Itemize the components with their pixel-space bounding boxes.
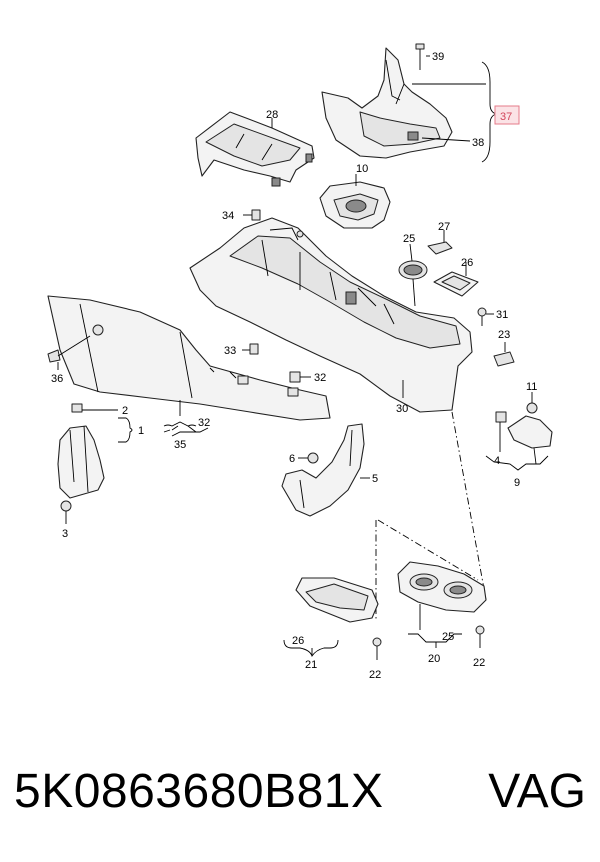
label-11: 11 [526,381,537,393]
label-27: 27 [438,221,450,233]
label-25-bottom: 25 [442,631,454,643]
label-22-left: 22 [369,669,381,681]
part-32-clip-upper[interactable] [287,371,301,397]
label-23: 23 [498,329,510,341]
label-30: 30 [396,403,408,415]
label-22-right: 22 [473,657,485,669]
part-26-mat[interactable] [433,271,479,297]
label-34: 34 [222,210,234,222]
part-5-bracket[interactable] [281,423,365,517]
bolt-39 [415,43,425,70]
label-20: 20 [428,653,440,665]
screw-22-left[interactable] [372,637,382,660]
label-26-bottom: 26 [292,635,304,647]
part-37-trim-cover[interactable] [321,47,453,159]
label-38: 38 [472,137,484,149]
part-25-disc[interactable] [398,260,428,280]
label-6: 6 [289,453,295,465]
label-26-top: 26 [461,257,473,269]
label-33: 33 [224,345,236,357]
part-20-cup-holder[interactable] [397,561,487,613]
label-39: 39 [432,51,444,63]
part-27-clip[interactable] [427,241,453,255]
label-3: 3 [62,528,68,540]
label-10: 10 [356,163,368,175]
part-35-side-panel[interactable] [47,295,331,421]
part-10-gear-boot[interactable] [319,181,391,229]
part-34-clip[interactable] [243,209,261,221]
screw-36[interactable] [47,335,91,363]
screw-22-right[interactable] [475,625,485,648]
nut-6[interactable] [307,452,319,464]
part-28-storage-tray[interactable] [195,111,315,187]
screw-31[interactable] [477,307,487,326]
parts-diagram: 37 39 38 28 10 34 27 25 26 31 23 33 36 3… [47,43,553,681]
label-37[interactable]: 37 [500,111,512,123]
label-21: 21 [305,659,317,671]
brand-name: VAG [488,765,586,818]
label-4: 4 [494,455,500,467]
label-32-lower: 32 [198,417,210,429]
label-1: 1 [138,425,144,437]
part-1-bracket[interactable] [57,403,105,499]
nut-3[interactable] [60,500,72,512]
nut-11[interactable] [526,402,538,414]
part-number: 5K0863680B81X [14,765,384,818]
part-30-console-body[interactable] [189,217,473,413]
label-28: 28 [266,109,278,121]
label-9: 9 [514,477,520,489]
part-21-tray[interactable] [295,577,379,623]
part-23-clip[interactable] [493,351,515,367]
part-33-clip[interactable] [249,343,259,355]
part-9-hinge[interactable] [495,411,553,449]
label-25-top: 25 [403,233,415,245]
label-2: 2 [122,405,128,417]
highlight-box-37[interactable] [494,105,520,125]
label-31: 31 [496,309,508,321]
label-5: 5 [372,473,378,485]
label-32-upper: 32 [314,372,326,384]
label-35: 35 [174,439,186,451]
label-36: 36 [51,373,63,385]
